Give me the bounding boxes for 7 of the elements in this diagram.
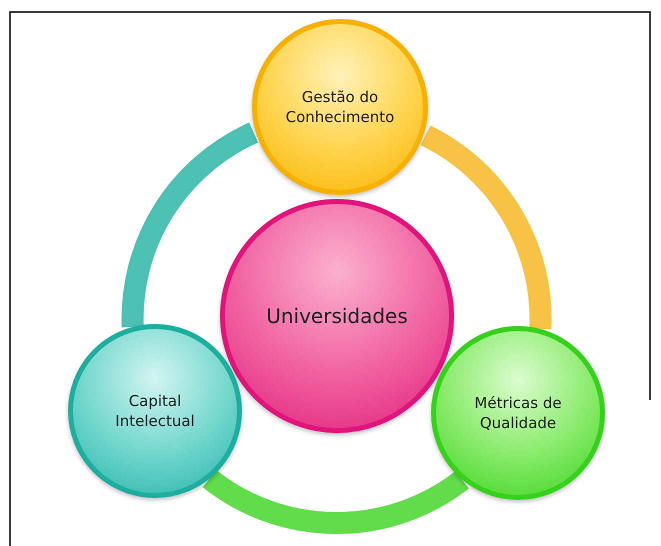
ring-connector <box>420 126 552 329</box>
node-label: Capital Intelectual <box>114 390 196 432</box>
node-label: Universidades <box>265 302 409 330</box>
ring-connector <box>203 470 468 534</box>
node-label: Gestão do Conhecimento <box>284 86 396 128</box>
node-label: Métricas de Qualidade <box>473 392 563 434</box>
ring-connector <box>122 122 259 328</box>
